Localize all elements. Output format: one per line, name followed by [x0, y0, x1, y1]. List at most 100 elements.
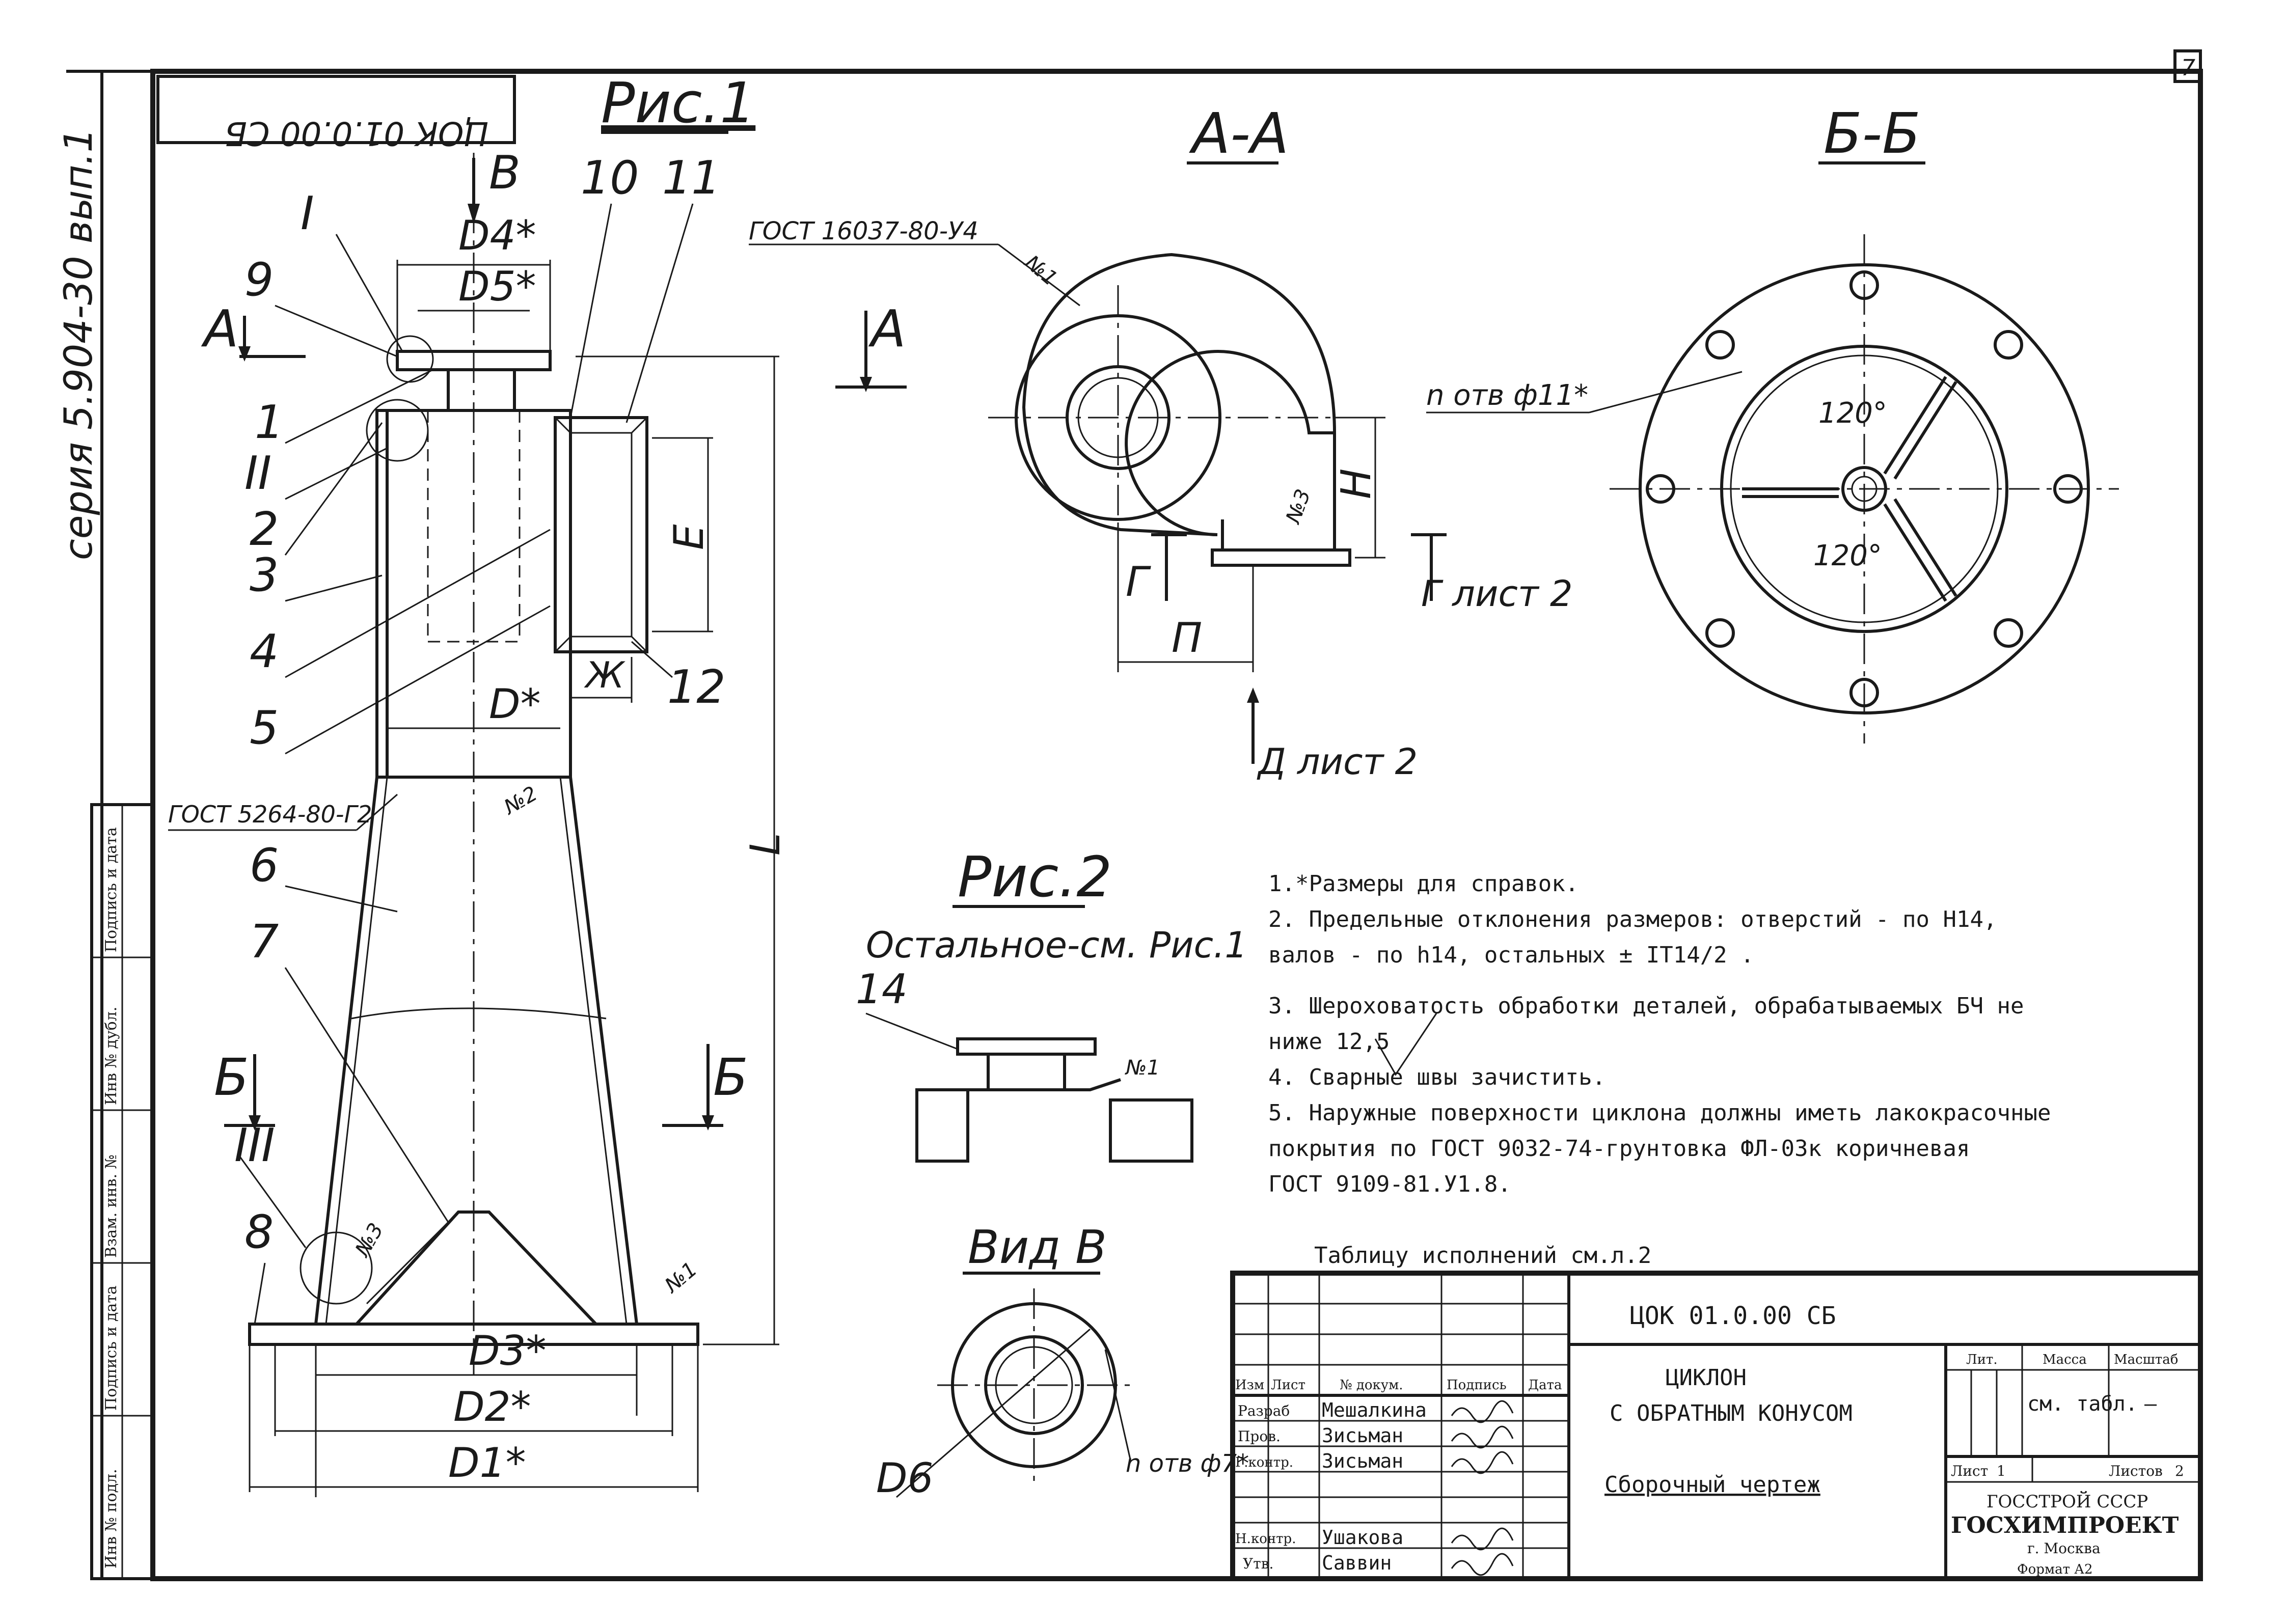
- section-bb: Б-Б 120° 120° n отв ф11*: [1426, 101, 2119, 744]
- tb-masshtab-val: —: [2144, 1392, 2157, 1416]
- tb-format: Формат А2: [2017, 1562, 2092, 1577]
- section-a-left: А: [201, 299, 238, 359]
- fig2-subtitle: Остальное-см. Рис.1: [866, 924, 1247, 966]
- bb-angle-2: 120°: [1813, 539, 1882, 572]
- outlet-pipe: [447, 368, 516, 412]
- signature-5: [1451, 1553, 1514, 1576]
- tb-name-nkontr: Ушакова: [1322, 1526, 1403, 1549]
- fig1-callouts: I 9 1 II 2 3 4 5 6 7 III 8 10 1: [234, 151, 726, 1325]
- tb-col-date: Дата: [1528, 1378, 1562, 1393]
- dim-d3: D3*: [469, 1327, 547, 1374]
- detail-circle-iii: [300, 1231, 373, 1305]
- tb-org1: ГОССТРОЙ СССР: [1986, 1491, 2148, 1512]
- dim-d5: D5*: [458, 263, 536, 310]
- bb-hole-6: [1994, 330, 2023, 360]
- page-number-box: [2173, 49, 2202, 83]
- bb-angle-1: 120°: [1818, 397, 1887, 430]
- note-line-4: 3. Шероховатость обработки деталей, обра…: [1268, 993, 2024, 1019]
- tb-massa: Масса: [2043, 1352, 2087, 1367]
- tb-name-utv: Саввин: [1322, 1552, 1392, 1574]
- tb-name-line2: С ОБРАТНЫМ КОНУСОМ: [1610, 1400, 1853, 1426]
- note-line-3: валов - по h14, остальных ± IT14/2 .: [1268, 942, 1754, 968]
- fig2-inlet: [1109, 1098, 1193, 1163]
- view-b: Вид В D6 n отв ф7*: [876, 1221, 1249, 1502]
- aa-g-right: Г лист 2: [1421, 573, 1573, 615]
- technical-notes: 1.*Размеры для справок. 2. Предельные от…: [1268, 871, 2051, 1197]
- dim-d1: D1*: [448, 1439, 526, 1487]
- viewb-title: Вид В: [968, 1221, 1107, 1274]
- tb-col-list: Лист: [1271, 1378, 1305, 1393]
- tb-role-nkontr: Н.контр.: [1235, 1531, 1296, 1547]
- detail-circle-i: [386, 335, 434, 383]
- aa-dim-p: П: [1172, 614, 1202, 662]
- side-vzam-inv: Взам. инв. №: [102, 1154, 120, 1258]
- fig2-callout-14: 14: [856, 966, 908, 1013]
- dim-d2: D2*: [453, 1383, 531, 1430]
- view-b-marker: В: [489, 146, 521, 200]
- side-stamp: Инв № подл. Подпись и дата Взам. инв. № …: [90, 803, 154, 1580]
- tb-code: ЦОК 01.0.00 СБ: [1630, 1302, 1836, 1330]
- section-b-left: Б: [214, 1048, 249, 1107]
- bb-hole-8: [1994, 618, 2023, 648]
- dim-d: D*: [489, 680, 541, 728]
- aa-weld-no3: №3: [1281, 486, 1315, 528]
- tb-listov-label: Листов: [2109, 1463, 2163, 1479]
- bb-hole-3: [1646, 474, 1675, 504]
- section-b-right: Б: [713, 1048, 748, 1107]
- bb-hole-5: [1705, 330, 1735, 360]
- tb-name-line1: ЦИКЛОН: [1666, 1365, 1747, 1391]
- page-number: 7: [2181, 55, 2195, 81]
- fig1-cyclone: Рис.1 В D4* D5* D*: [168, 70, 907, 1497]
- fig2-title: Рис.2: [958, 844, 1112, 910]
- aa-d-sheet: Д лист 2: [1257, 741, 1418, 783]
- callout-1: 1: [255, 396, 284, 449]
- weld-gost-5264: ГОСТ 5264-80-Г2: [168, 801, 372, 828]
- callout-2: 2: [250, 503, 279, 556]
- aa-spiral: [1022, 253, 1337, 536]
- note-line-2: 2. Предельные отклонения размеров: отвер…: [1268, 906, 1997, 932]
- callout-5: 5: [250, 701, 279, 755]
- signature-4: [1451, 1527, 1514, 1551]
- tb-role-razrab: Разраб: [1238, 1402, 1290, 1419]
- tb-listov-val: 2: [2175, 1463, 2184, 1479]
- detail-circle-ii: [366, 399, 429, 462]
- callout-4: 4: [250, 625, 279, 678]
- titleblock-frame: [1230, 1271, 2203, 1581]
- note-line-1: 1.*Размеры для справок.: [1268, 871, 1579, 897]
- callout-12: 12: [667, 660, 726, 714]
- signature-1: [1451, 1400, 1514, 1423]
- aa-g-left: Г: [1126, 558, 1151, 605]
- tb-list-label: Лист: [1951, 1463, 1988, 1479]
- tb-role-prov: Пров.: [1238, 1428, 1281, 1445]
- section-bb-title: Б-Б: [1824, 101, 1921, 166]
- callout-11: 11: [662, 151, 721, 205]
- dim-d4: D4*: [458, 212, 536, 259]
- fig2-weld-no1: №1: [1125, 1056, 1160, 1080]
- callout-6: 6: [250, 839, 279, 892]
- callout-8: 8: [244, 1205, 274, 1259]
- bottom-flange: [248, 1323, 699, 1346]
- tb-massa-val: см. табл.: [2027, 1392, 2138, 1416]
- section-a-right: А: [868, 299, 906, 359]
- viewb-pipe-outer: [984, 1335, 1084, 1435]
- aa-inlet-flange: [1211, 548, 1351, 567]
- aa-weld-no1: №1: [1020, 250, 1062, 291]
- weld-no2: №2: [499, 782, 541, 819]
- aa-gost: ГОСТ 16037-80-У4: [749, 217, 978, 245]
- tb-name-gkontr: Зисьман: [1322, 1450, 1403, 1472]
- tb-doc-type: Сборочный чертеж: [1604, 1472, 1820, 1498]
- title-block: Таблицу исполнений см.л.2 Изм Лист № док…: [1230, 1243, 2203, 1581]
- note-line-6: 4. Сварные швы зачистить.: [1268, 1064, 1605, 1090]
- dim-l: L: [742, 833, 789, 856]
- bb-holes-note: n отв ф11*: [1426, 379, 1588, 412]
- bb-hole-1: [1849, 270, 1879, 300]
- viewb-d6: D6: [876, 1454, 934, 1502]
- note-line-5: ниже 12,5: [1268, 1029, 1390, 1055]
- inlet-box: [554, 416, 648, 653]
- section-aa: А-А ГОСТ 16037-80-У4 №1 №3 Н П Г Г ли: [749, 101, 1573, 783]
- bb-hole-2: [1849, 678, 1879, 707]
- section-aa-title: А-А: [1189, 101, 1289, 166]
- tb-role-utv: Утв.: [1243, 1555, 1273, 1572]
